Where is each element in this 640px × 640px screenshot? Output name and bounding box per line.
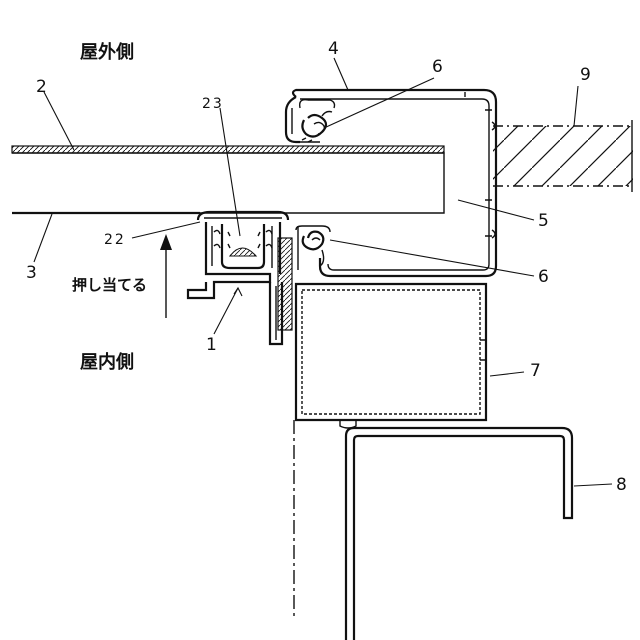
callout-6-lower: 6 xyxy=(538,267,549,287)
label-indoor: 屋内側 xyxy=(80,351,134,373)
label-push: 押し当てる xyxy=(72,276,147,294)
callout-1: 1 xyxy=(206,335,217,355)
callout-22: 22 xyxy=(104,232,126,248)
lower-seal xyxy=(296,226,330,270)
callout-3: 3 xyxy=(26,263,37,283)
wall-section xyxy=(493,120,633,192)
label-outdoor: 屋外側 xyxy=(80,41,134,63)
callout-2: 2 xyxy=(36,77,47,97)
callout-8: 8 xyxy=(616,475,627,495)
outer-board xyxy=(12,146,444,153)
callout-9: 9 xyxy=(580,65,591,85)
lower-frame xyxy=(296,284,486,428)
callout-6-upper: 6 xyxy=(432,57,443,77)
push-arrow-icon xyxy=(160,234,172,318)
callout-23: 23 xyxy=(202,96,224,112)
callout-7: 7 xyxy=(530,361,541,381)
upper-seal xyxy=(300,100,335,142)
channel-frame xyxy=(346,428,572,640)
callout-5: 5 xyxy=(538,211,549,231)
gasket-profile xyxy=(188,212,288,344)
callout-4: 4 xyxy=(328,39,339,59)
leader-lines xyxy=(34,58,612,486)
